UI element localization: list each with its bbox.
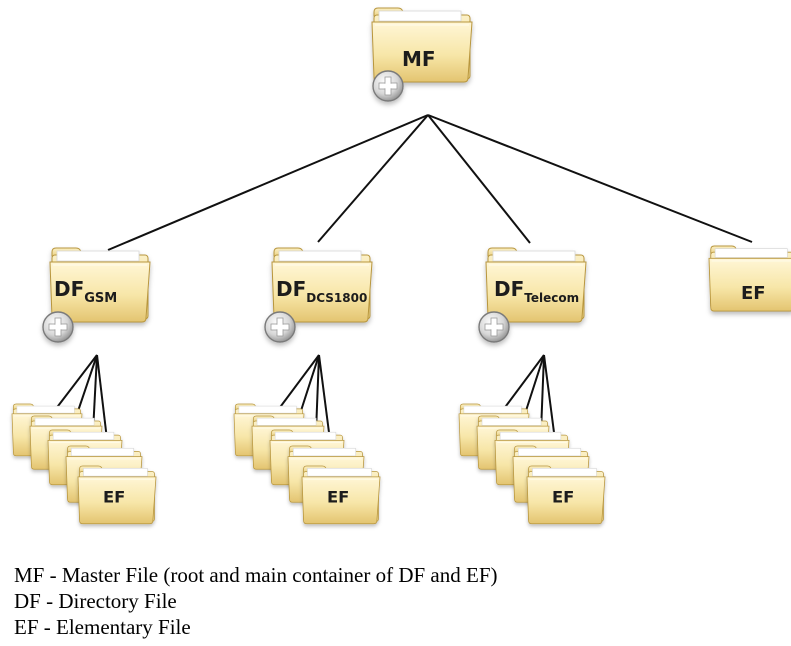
- ef-stack-gsm: EF: [11, 403, 157, 525]
- ef-folder[interactable]: EF: [526, 465, 606, 525]
- folder-subscript: GSM: [84, 291, 117, 306]
- folder-label: DF: [276, 277, 306, 301]
- master-file-folder[interactable]: MF: [371, 7, 473, 102]
- expand-plus-icon[interactable]: [478, 311, 510, 343]
- legend-item-mf: MF - Master File (root and main containe…: [14, 563, 498, 587]
- connector-lines: [54, 114, 753, 449]
- legend-item-df: DF - Directory File: [14, 589, 177, 613]
- folder-label: DF: [494, 277, 524, 301]
- ef-stack-dcs1800: EF: [233, 403, 381, 525]
- ef-stack-telecom: EF: [458, 403, 606, 525]
- expand-plus-icon[interactable]: [42, 311, 74, 343]
- directory-file-dcs1800-folder[interactable]: DFDCS1800: [264, 247, 373, 343]
- legend-item-ef: EF - Elementary File: [14, 615, 191, 639]
- directory-file-gsm-folder[interactable]: DFGSM: [42, 247, 151, 343]
- svg-text:DFGSM: DFGSM: [54, 277, 117, 306]
- directory-file-telecom-folder[interactable]: DFTelecom: [478, 247, 587, 343]
- ef-folder[interactable]: EF: [301, 465, 381, 525]
- folder-label: DF: [54, 277, 84, 301]
- folder-label: EF: [741, 283, 766, 304]
- folder-subscript: DCS1800: [306, 291, 367, 305]
- svg-text:DFDCS1800: DFDCS1800: [276, 277, 367, 305]
- elementary-file-folder[interactable]: EF: [708, 245, 791, 312]
- ef-folder[interactable]: EF: [77, 465, 157, 525]
- expand-plus-icon[interactable]: [372, 70, 404, 102]
- folder-subscript: Telecom: [524, 291, 579, 305]
- folder-label: EF: [103, 488, 125, 507]
- folder-label: EF: [552, 488, 574, 507]
- legend: MF - Master File (root and main containe…: [14, 562, 498, 640]
- file-tree-diagram: MF DFGSM DFDCS1800 DFTelecom EF: [11, 7, 791, 525]
- folder-label: EF: [327, 488, 349, 507]
- svg-text:DFTelecom: DFTelecom: [494, 277, 579, 305]
- folder-label: MF: [402, 47, 436, 71]
- expand-plus-icon[interactable]: [264, 311, 296, 343]
